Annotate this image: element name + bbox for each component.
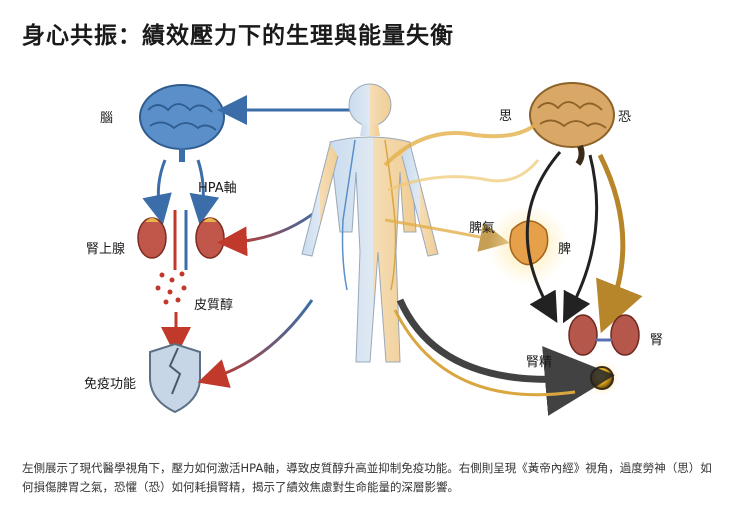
body-to-immune-arrow [197,299,314,388]
brain-left-icon [139,84,225,162]
essence-drain-swirl [396,298,615,416]
broken-shield-icon [149,342,201,414]
spleen-label: 脾 [558,242,572,257]
kidney-label: 腎 [650,333,664,348]
fear-arrow-outer [525,151,562,324]
mind-body-diagram: 腦 HPA軸 腎上腺 皮質醇 免疫功能 思 恐 脾氣 脾 腎 腎精 [0,60,740,455]
immune-label: 免疫功能 [84,377,137,392]
body-to-adrenal-arrow [217,208,319,257]
hpa-axis-label: HPA軸 [198,181,237,196]
qi-swirl-to-spleen [384,218,510,252]
brain-label: 腦 [100,111,114,126]
spleen-qi-label: 脾氣 [469,221,496,236]
adrenal-label: 腎上腺 [86,242,126,257]
fear-arrow-inner [562,154,599,324]
hpa-arrow-left [142,159,172,225]
human-body-figure [301,83,439,363]
essence-drain-gold [393,309,576,397]
qi-swirl-mid [387,159,540,192]
adrenal-kidney-icon [137,210,225,270]
qi-swirl-upper [383,123,537,167]
fear-arrow-gold [596,153,643,334]
page-title: 身心共振：績效壓力下的生理與能量失衡 [22,23,454,49]
thinking-label: 思 [499,109,513,124]
hpa-arrow-right [189,159,220,225]
cortisol-label: 皮質醇 [194,298,234,313]
fear-label: 恐 [618,110,632,125]
brain-right-icon [529,82,615,166]
figure-caption: 左側展示了現代醫學視角下，壓力如何激活HPA軸，導致皮質醇升高並抑制免疫功能。右… [22,461,712,494]
cortisol-dots [155,271,187,305]
kidney-right-icon [568,314,640,356]
kidney-essence-orb-icon [584,360,620,396]
kidney-essence-label: 腎精 [526,355,553,370]
